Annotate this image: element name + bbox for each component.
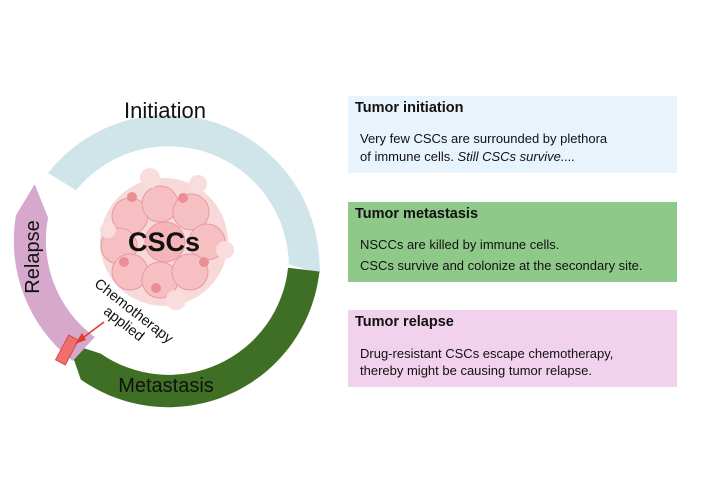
tumor-initiation-title: Tumor initiation <box>355 100 464 116</box>
tumor-initiation-line-2-plain: of immune cells. <box>360 149 458 164</box>
cell <box>178 193 188 203</box>
cell <box>141 185 179 223</box>
relapse-arc <box>13 184 95 361</box>
cell <box>151 283 161 293</box>
chemo-marker <box>54 334 80 366</box>
cell <box>172 193 210 231</box>
tumor-metastasis-line-1: NSCCs are killed by immune cells. <box>360 237 560 252</box>
tumor-relapse-line-1: Drug-resistant CSCs escape chemotherapy, <box>360 346 614 361</box>
center-label: CSCs <box>128 227 200 257</box>
chemo-arrowhead <box>75 333 86 344</box>
tumor-initiation-line-2: of immune cells. Still CSCs survive.... <box>360 149 575 164</box>
tumor-initiation-line-2-italic: Still CSCs survive.... <box>457 149 576 164</box>
tumor-relapse-title: Tumor relapse <box>355 314 454 330</box>
cell <box>100 222 116 238</box>
cell <box>166 290 186 310</box>
metastasis-label: Metastasis <box>118 375 214 397</box>
csc-cell-cluster <box>100 168 234 310</box>
relapse-label: Relapse <box>22 220 44 293</box>
cell <box>119 257 129 267</box>
tumor-initiation-box: Tumor initiation Very few CSCs are surro… <box>348 96 677 173</box>
tumor-initiation-line-1: Very few CSCs are surrounded by plethora <box>360 131 608 146</box>
tumor-relapse-box: Tumor relapse Drug-resistant CSCs escape… <box>348 310 677 387</box>
initiation-arc <box>48 114 321 274</box>
tumor-metastasis-line-2: CSCs survive and colonize at the seconda… <box>360 258 643 273</box>
tumor-metastasis-box: Tumor metastasis NSCCs are killed by imm… <box>348 202 677 282</box>
cell <box>199 257 209 267</box>
cell <box>171 253 209 291</box>
cell <box>144 221 186 263</box>
cell <box>140 168 160 188</box>
cell <box>216 241 234 259</box>
cell <box>127 192 137 202</box>
initiation-label: Initiation <box>124 98 206 123</box>
tumor-relapse-line-2: thereby might be causing tumor relapse. <box>360 363 592 378</box>
tumor-metastasis-title: Tumor metastasis <box>355 206 479 222</box>
cell <box>189 175 207 193</box>
metastasis-arc <box>68 267 320 408</box>
